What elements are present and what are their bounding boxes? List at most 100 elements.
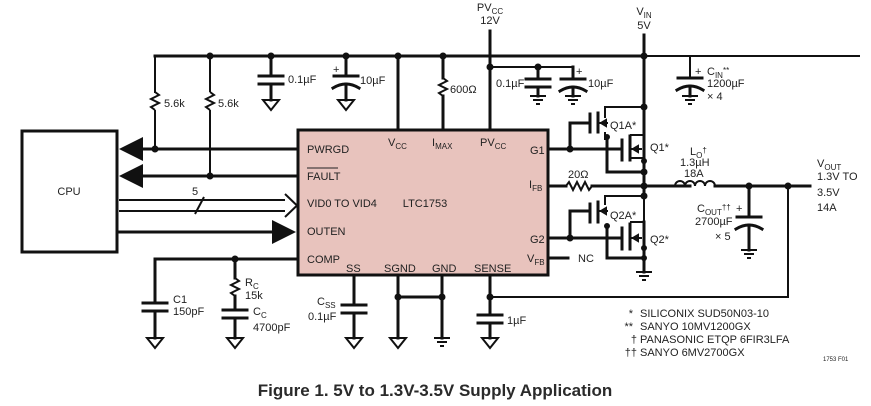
svg-text:Q1A*: Q1A* bbox=[610, 120, 637, 132]
cpu-signals: 5 bbox=[117, 137, 300, 244]
pin-imax: IMAX bbox=[432, 137, 453, 151]
svg-text:150pF: 150pF bbox=[173, 306, 204, 318]
svg-text:+: + bbox=[333, 64, 339, 76]
svg-text:0.1µF: 0.1µF bbox=[308, 311, 337, 323]
output-inductor: LO† 1.3µH 18A bbox=[674, 146, 812, 188]
svg-text:1200µF: 1200µF bbox=[707, 78, 745, 90]
css-capacitor: CSS 0.1µF bbox=[308, 273, 368, 350]
svg-text:SANYO 10MV1200GX: SANYO 10MV1200GX bbox=[640, 321, 751, 333]
pin-ifb: IFB bbox=[529, 179, 542, 193]
vout-node: VOUT 1.3V TO 3.5V 14A bbox=[490, 158, 858, 298]
figure-id: 1753 F01 bbox=[823, 357, 849, 363]
mosfet-q2a: Q2A* bbox=[568, 195, 646, 260]
sense-capacitor: 1µF bbox=[476, 273, 526, 350]
pin-comp: COMP bbox=[307, 254, 340, 266]
svg-text:14A: 14A bbox=[817, 202, 837, 214]
svg-text:SANYO 6MV2700GX: SANYO 6MV2700GX bbox=[640, 347, 745, 359]
svg-text:3.5V: 3.5V bbox=[817, 187, 840, 199]
pvcc-cap-0.1uF: 0.1µF bbox=[496, 65, 552, 105]
svg-text:PANASONIC ETQP 6FIR3LFA: PANASONIC ETQP 6FIR3LFA bbox=[640, 334, 790, 346]
svg-text:+: + bbox=[736, 203, 742, 215]
vcc-cap-10uF: + 10µF bbox=[330, 54, 386, 112]
svg-text:RC: RC bbox=[245, 277, 259, 291]
svg-text:0.1µF: 0.1µF bbox=[496, 78, 525, 90]
cin-label: CIN** bbox=[707, 66, 729, 80]
pin-vcc: VCC bbox=[388, 137, 407, 151]
inductor-label: LO† bbox=[690, 146, 707, 160]
svg-text:20Ω: 20Ω bbox=[568, 169, 588, 181]
bus-width-label: 5 bbox=[192, 186, 198, 198]
cpu-label: CPU bbox=[57, 186, 80, 198]
pvcc-value: 12V bbox=[480, 15, 500, 27]
switch-node: 20Ω bbox=[546, 168, 692, 200]
figure-caption: Figure 1. 5V to 1.3V-3.5V Supply Applica… bbox=[258, 381, 613, 400]
cout-label: COUT†† bbox=[697, 203, 731, 217]
mosfet-q1: Q1* bbox=[546, 107, 670, 164]
ground-connections bbox=[387, 273, 450, 350]
svg-text:1.3V TO: 1.3V TO bbox=[817, 171, 858, 183]
svg-text:C1: C1 bbox=[173, 294, 187, 306]
svg-text:+: + bbox=[576, 66, 582, 78]
vin-label: VIN bbox=[636, 6, 652, 20]
svg-text:1.3µH: 1.3µH bbox=[680, 157, 710, 169]
pin-g2: G2 bbox=[530, 234, 545, 246]
svg-text:Q2*: Q2* bbox=[650, 234, 670, 246]
pin-g1: G1 bbox=[530, 145, 545, 157]
pin-vfb: VFB bbox=[527, 253, 545, 267]
pin-pwrgd: PWRGD bbox=[307, 144, 349, 156]
cpu-block: CPU bbox=[20, 129, 119, 254]
vcc-cap-0.1uF: 0.1µF bbox=[257, 54, 317, 112]
svg-text:††: †† bbox=[625, 347, 637, 359]
pvcc-cap-10uF: + 10µF bbox=[557, 65, 614, 105]
pin-vid: VID0 TO VID4 bbox=[307, 198, 377, 210]
ic-name: LTC1753 bbox=[403, 198, 447, 210]
svg-text:Q1*: Q1* bbox=[650, 142, 670, 154]
svg-text:NC: NC bbox=[578, 253, 594, 265]
pin-pvcc: PVCC bbox=[480, 137, 506, 151]
svg-text:600Ω: 600Ω bbox=[450, 84, 477, 96]
pvcc-label: PVCC bbox=[477, 2, 503, 16]
pin-ss: SS bbox=[346, 263, 361, 275]
svg-text:CSS: CSS bbox=[317, 296, 336, 310]
svg-text:**: ** bbox=[624, 321, 633, 333]
cout-capacitor: + COUT†† 2700µF × 5 bbox=[695, 182, 765, 259]
vin-value: 5V bbox=[637, 20, 651, 32]
mosfet-q2: Q2* bbox=[546, 196, 670, 281]
svg-text:SILICONIX SUD50N03-10: SILICONIX SUD50N03-10 bbox=[640, 308, 769, 320]
svg-text:Q2A*: Q2A* bbox=[610, 210, 637, 222]
pin-sense: SENSE bbox=[474, 263, 511, 275]
svg-text:10µF: 10µF bbox=[588, 78, 614, 90]
svg-text:*: * bbox=[629, 308, 634, 320]
svg-text:5.6k: 5.6k bbox=[218, 98, 239, 110]
svg-text:CC: CC bbox=[253, 306, 267, 320]
mosfet-q1a: Q1A* bbox=[568, 106, 646, 174]
ltc1753-ic: LTC1753 PWRGD FAULT VID0 TO VID4 OUTEN C… bbox=[296, 128, 550, 277]
svg-text:× 4: × 4 bbox=[707, 91, 723, 103]
svg-text:+: + bbox=[695, 66, 701, 78]
svg-text:× 5: × 5 bbox=[715, 231, 731, 243]
vfb-nc: NC bbox=[546, 253, 594, 265]
pin-outen: OUTEN bbox=[307, 226, 346, 238]
svg-text:†: † bbox=[631, 334, 637, 346]
svg-text:15k: 15k bbox=[245, 290, 263, 302]
svg-text:18A: 18A bbox=[684, 168, 704, 180]
svg-text:10µF: 10µF bbox=[360, 75, 386, 87]
component-notes: * SILICONIX SUD50N03-10 ** SANYO 10MV120… bbox=[624, 308, 849, 363]
svg-text:5.6k: 5.6k bbox=[164, 98, 185, 110]
vin-supply: VIN 5V bbox=[636, 6, 691, 174]
imax-resistor: 600Ω bbox=[436, 54, 477, 132]
pin-sgnd: SGND bbox=[384, 263, 416, 275]
pvcc-supply: PVCC 12V bbox=[477, 2, 573, 132]
vout-label: VOUT bbox=[817, 158, 841, 172]
svg-text:0.1µF: 0.1µF bbox=[288, 74, 317, 86]
pullup-resistor-2: 5.6k bbox=[203, 56, 239, 176]
comp-network: C1 150pF RC 15k CC 4700pF bbox=[141, 255, 300, 350]
svg-text:2700µF: 2700µF bbox=[695, 216, 733, 228]
cin-capacitor: + CIN** 1200µF × 4 bbox=[674, 66, 745, 105]
pullup-resistor-1: 5.6k bbox=[148, 56, 185, 149]
svg-text:1µF: 1µF bbox=[507, 315, 526, 327]
svg-text:4700pF: 4700pF bbox=[253, 322, 291, 334]
pin-gnd: GND bbox=[432, 263, 457, 275]
pin-fault: FAULT bbox=[307, 171, 341, 183]
